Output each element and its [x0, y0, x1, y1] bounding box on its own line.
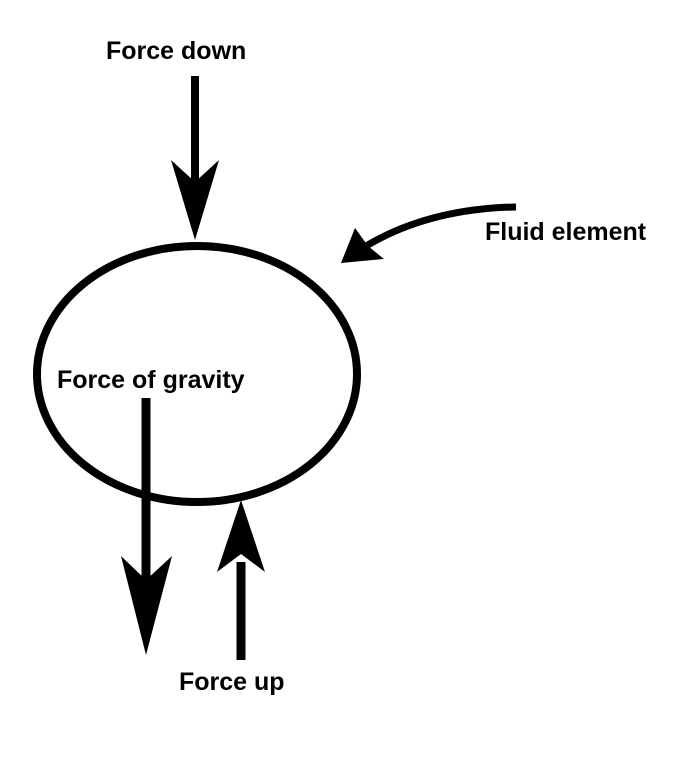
- force-down-label: Force down: [106, 37, 246, 65]
- fluid-element-ellipse: [33, 242, 361, 506]
- force-down-arrow: [171, 76, 219, 240]
- fluid-element-label: Fluid element: [485, 218, 647, 246]
- force-of-gravity-arrow: [121, 398, 172, 655]
- force-up-label: Force up: [179, 668, 285, 696]
- force-up-arrow: [217, 500, 265, 660]
- fluid-element-pointer-arrow: [341, 203, 517, 263]
- force-of-gravity-label: Force of gravity: [57, 366, 245, 394]
